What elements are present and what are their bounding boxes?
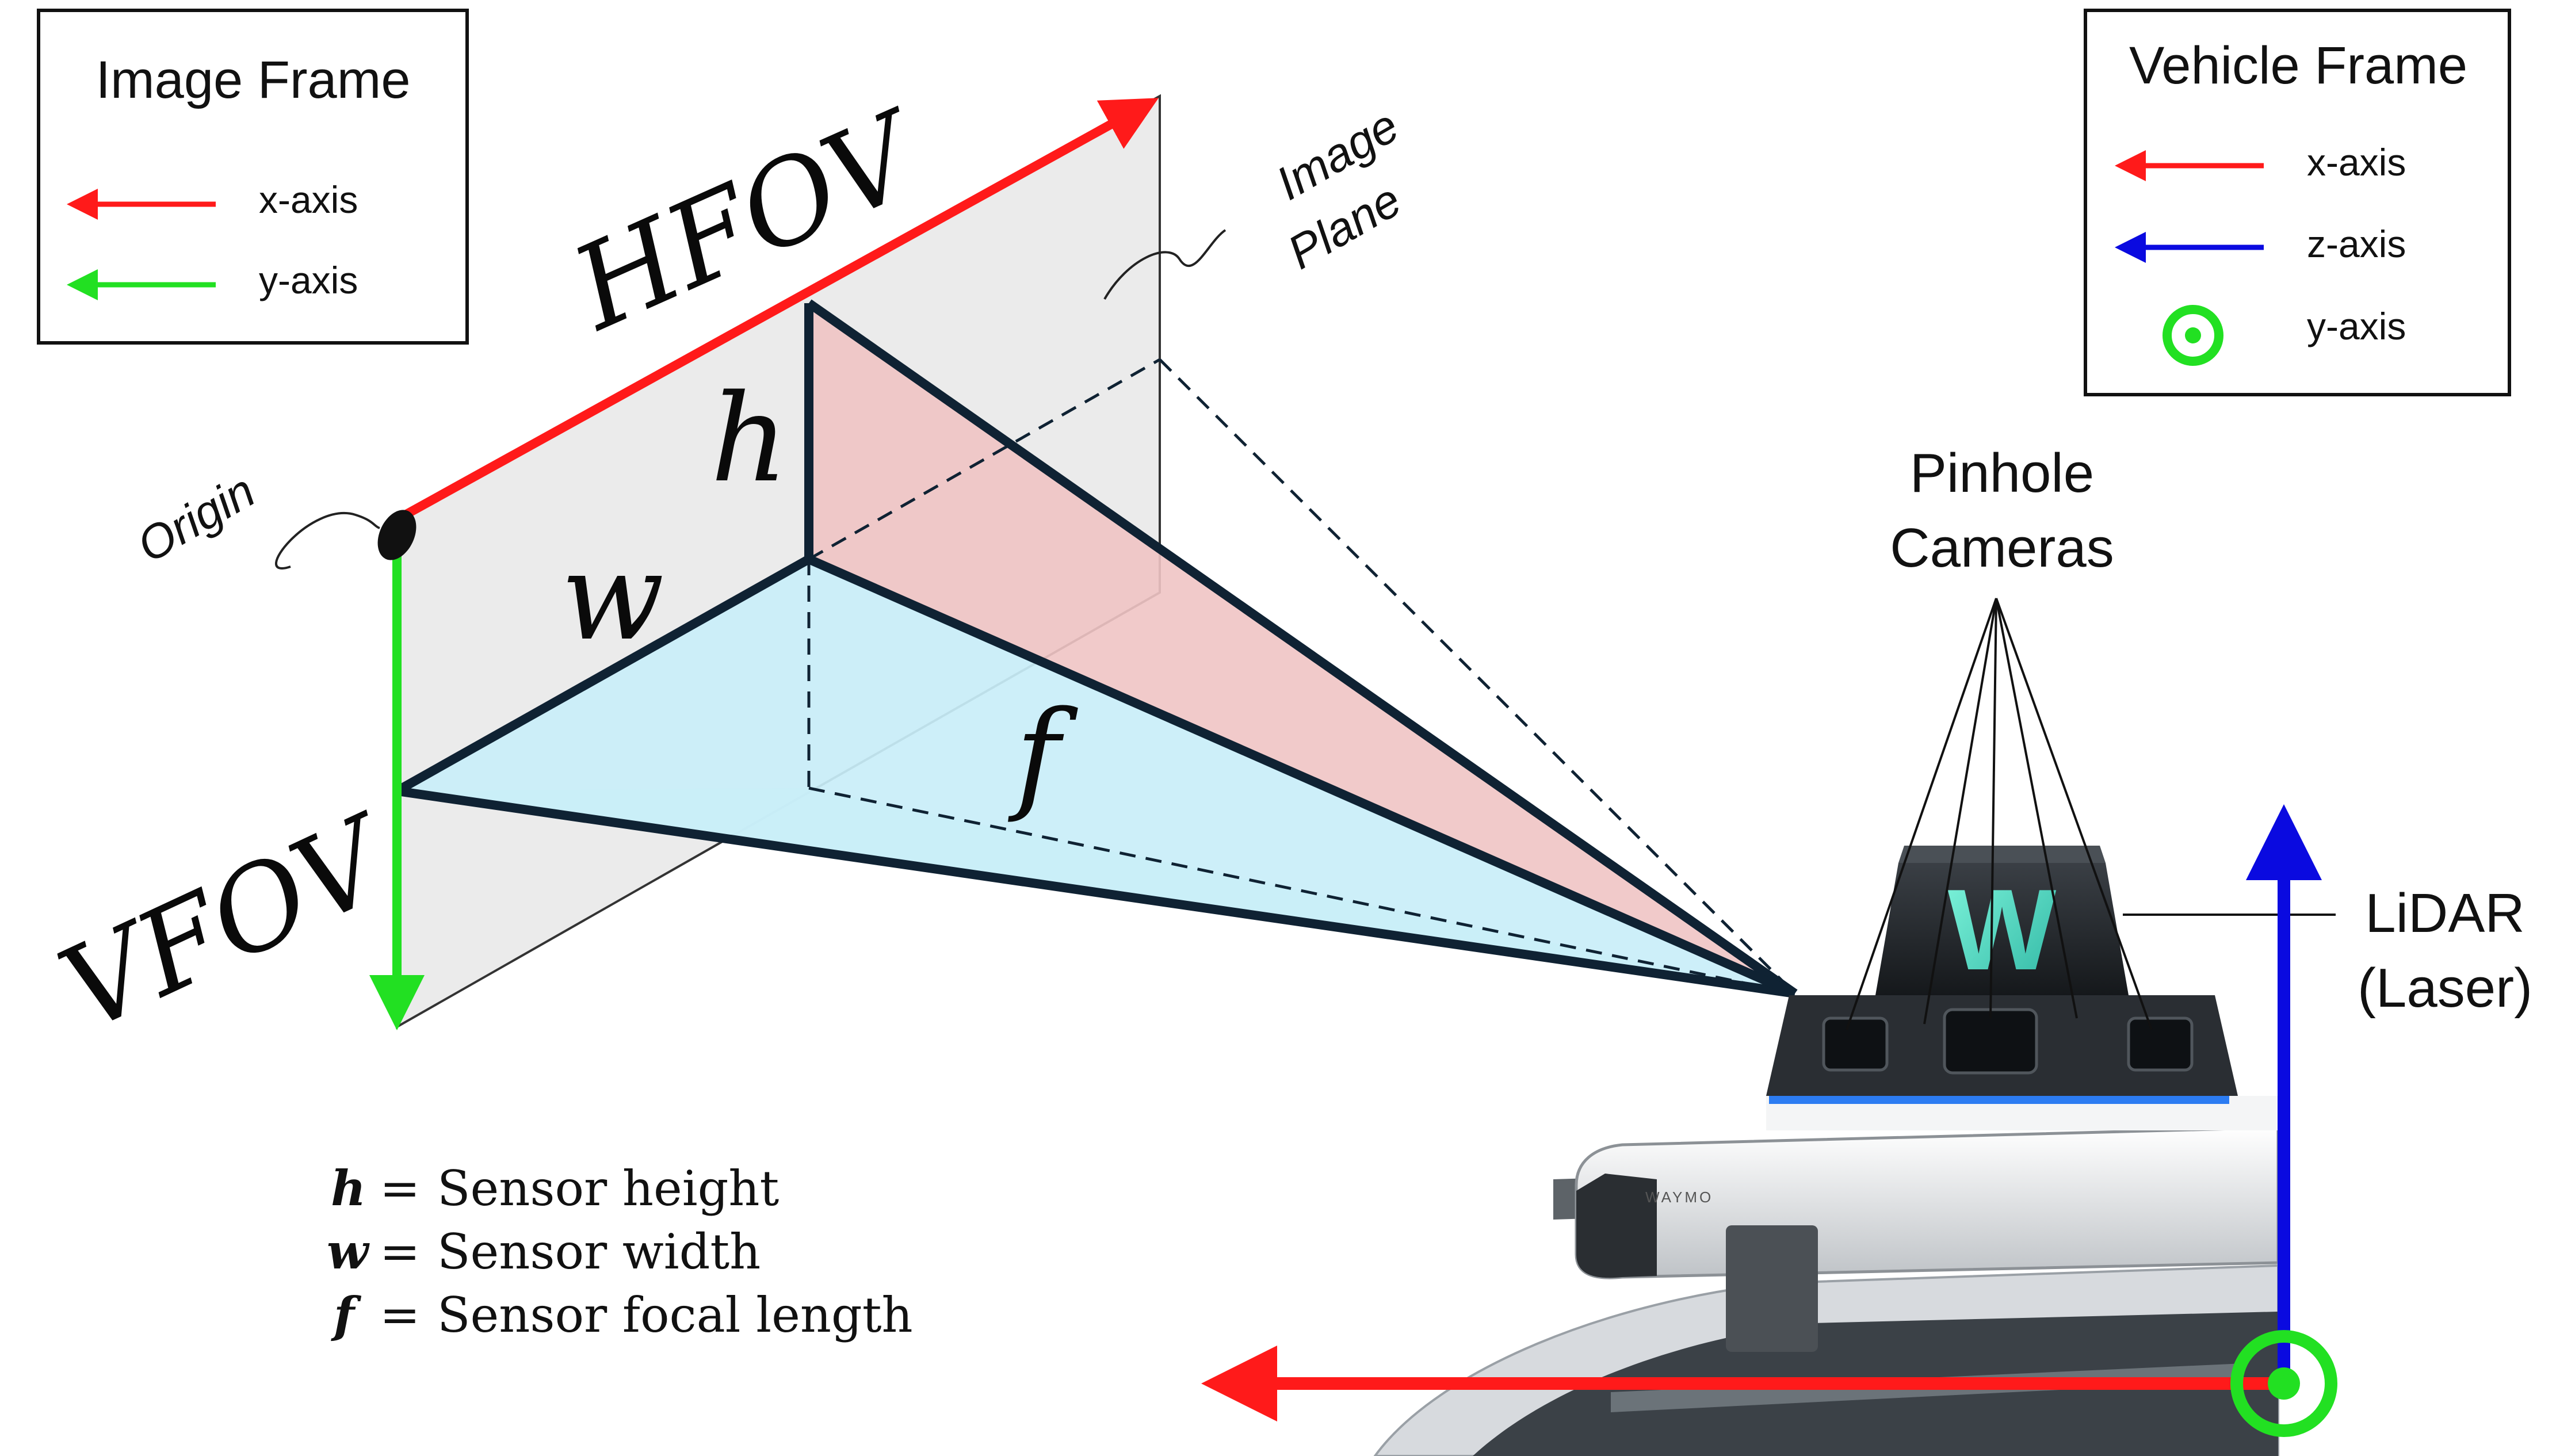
legend-x-axis-label: x-axis: [259, 178, 358, 221]
vehicle-frame-legend-box: [2084, 9, 2511, 396]
dome-logo: W: [1948, 866, 2057, 994]
definition-h-eq: =: [380, 1160, 420, 1217]
edge-top-to-focal: [806, 299, 1798, 998]
origin-point: [377, 510, 417, 560]
pinhole-cameras-label-line1: Pinhole: [1910, 442, 2094, 504]
image-frame-legend-box: [37, 9, 469, 345]
definition-f-eq: =: [380, 1287, 420, 1343]
definition-h-symbol: h: [331, 1160, 366, 1217]
legend-vehicle-x-axis-label: x-axis: [2307, 141, 2406, 184]
w-label: w: [561, 526, 664, 667]
edge-left-to-focal: [396, 786, 1796, 998]
vehicle-y-axis-marker: [2230, 1330, 2337, 1437]
sensor-blue-light: [1769, 1096, 2229, 1104]
lidar-label-line2: (Laser): [2358, 957, 2532, 1019]
vehicle-illustration: WAYMO W: [1373, 846, 2280, 1456]
pinhole-pointer-lines: [1846, 598, 2153, 1030]
frustum: [395, 299, 1798, 998]
edge-center-to-focal: [807, 555, 1797, 998]
h-label: h: [710, 368, 788, 509]
mount-bracket: [1726, 1225, 1818, 1352]
definition-w: w = Sensor width: [327, 1223, 761, 1280]
image-plane-leader-line: [1103, 229, 1227, 300]
definition-f-text: Sensor focal length: [437, 1287, 913, 1343]
image-frame-legend-title: Image Frame: [95, 51, 410, 109]
legend-vehicle-y-axis-label: y-axis: [2307, 305, 2406, 347]
lidar-dome-cap: [1898, 846, 2106, 863]
pinhole-cameras-label-line2: Cameras: [1890, 517, 2114, 579]
image-frame-axes: [275, 98, 1159, 1030]
image-frame-legend: Image Frame x-axis y-axis: [37, 9, 469, 345]
dashed-h-top: [808, 358, 1161, 561]
lidar-label-line1: LiDAR: [2365, 882, 2524, 944]
vehicle-frame-axes: [1201, 804, 2337, 1437]
edge-w: [395, 555, 811, 795]
dashed-h-to-focal: [1159, 358, 1796, 995]
legend-vehicle-y-axis-swatch: [2163, 305, 2223, 366]
origin-leader-line: [275, 512, 380, 570]
vehicle-frame-legend: Vehicle Frame x-axis z-axis y-axis: [2084, 9, 2511, 396]
definition-h: h = Sensor height: [331, 1160, 779, 1217]
sensor-base-ring: [1766, 1096, 2278, 1130]
image-x-axis-arrow: [395, 98, 1159, 523]
horizontal-fov-face: [397, 559, 1795, 993]
legend-y-axis-label: y-axis: [259, 259, 358, 301]
sensor-housing-dark: [1576, 1174, 1657, 1278]
definition-h-text: Sensor height: [437, 1160, 779, 1217]
camera-lenses: [1822, 1008, 2194, 1075]
definition-w-symbol: w: [327, 1223, 370, 1280]
vfov-label: VFOV: [41, 789, 414, 1057]
definition-f-symbol: f: [331, 1286, 362, 1343]
legend-vehicle-z-axis-label: z-axis: [2307, 223, 2406, 265]
definitions-list: h = Sensor height w = Sensor width f = S…: [327, 1160, 913, 1343]
dashed-bottom: [808, 786, 1795, 995]
definition-w-eq: =: [380, 1224, 420, 1280]
vehicle-frame-legend-title: Vehicle Frame: [2129, 36, 2467, 95]
definition-f: f = Sensor focal length: [331, 1286, 913, 1343]
definition-w-text: Sensor width: [437, 1224, 761, 1280]
housing-brand-text: WAYMO: [1645, 1189, 1713, 1206]
origin-label: Origin: [129, 464, 264, 572]
